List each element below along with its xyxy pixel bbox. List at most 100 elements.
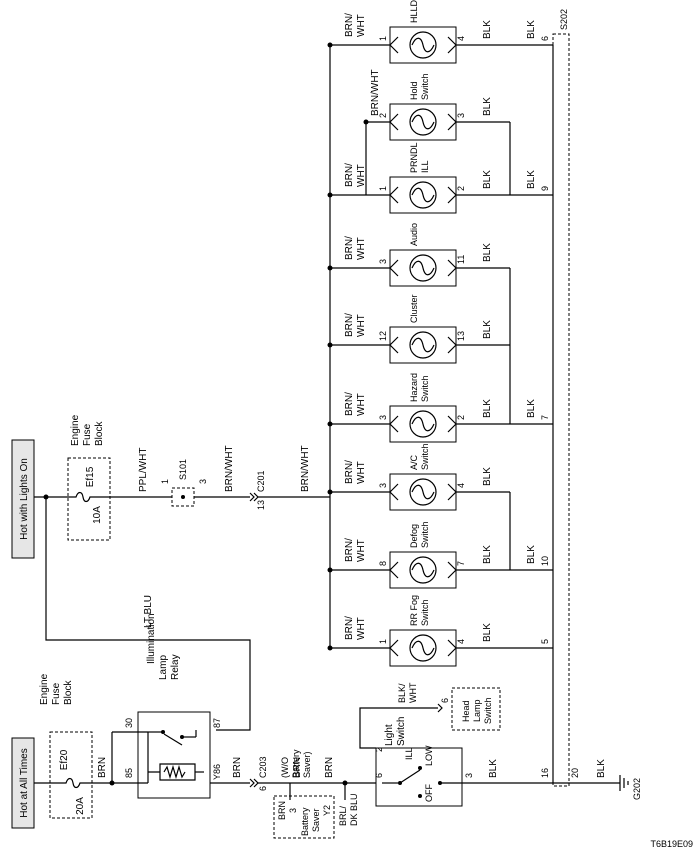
bulb-s202-pin: 5 <box>540 639 550 644</box>
wire-label-brn-wht-top: BRN/ <box>344 616 355 640</box>
bulb-name-line: Hazard <box>409 373 419 402</box>
wire-label-blk-s202: BLK <box>526 20 537 39</box>
wire-label-blk: BLK <box>482 467 493 486</box>
bulb-s202-pin: 9 <box>540 186 550 191</box>
s101-name: S101 <box>178 459 188 480</box>
wire-label-brn-wht: BRN/WHT <box>370 69 381 116</box>
bulb-name-line: ILL <box>420 160 430 173</box>
s101-pin-in: 1 <box>160 479 170 484</box>
wire-label-brn-wht-bottom: WHT <box>356 237 367 260</box>
ef15-name: Ef15 <box>85 466 96 487</box>
wire-label-brn-wht-bottom: WHT <box>356 14 367 37</box>
bulb-filament <box>411 562 435 578</box>
wire-label-blk-wht-bottom: WHT <box>408 682 418 703</box>
junction-dot <box>327 342 333 348</box>
bulb-pin-in: 1 <box>378 36 388 41</box>
bulb-name-line: Switch <box>420 443 430 470</box>
battery-saver-wire-brl: BRL/ <box>338 805 348 826</box>
relay-title-line2: Lamp <box>158 655 169 680</box>
light-switch-pin-6: 6 <box>374 773 384 778</box>
wire-label-blk: BLK <box>482 320 493 339</box>
bulb-name-line: Hold <box>409 81 419 100</box>
hot-at-all-times-label: Hot at All Times <box>19 748 30 817</box>
fuse-ef20: 20A Ef20 Engine Fuse Block <box>34 673 93 819</box>
bulb-name-line: Switch <box>420 73 430 100</box>
wo-battery-saver-line3: Saver) <box>302 751 312 778</box>
junction-dot <box>327 645 333 651</box>
wire-label-brn-wht-c201: BRN/WHT <box>300 445 311 492</box>
wire-label-blk: BLK <box>482 97 493 116</box>
battery-saver-wire-dkblu: DK BLU <box>349 793 359 826</box>
bulb-pin-in: 3 <box>378 483 388 488</box>
wire-label-brn-c203: BRN <box>292 757 303 778</box>
bulb-pin-in: 12 <box>378 331 388 341</box>
bulb-name-line: Defog <box>409 524 419 548</box>
bulb-name-line: PRNDL <box>409 142 419 173</box>
junction-dot <box>327 42 333 48</box>
c203-name: C203 <box>258 756 268 778</box>
wire-label-brn-wht-top: BRN/ <box>344 236 355 260</box>
bulb-s202-pin: 7 <box>540 415 550 420</box>
bulb-arrows <box>389 415 457 433</box>
bulb-pin-in: 1 <box>378 186 388 191</box>
wire-label-ppl-wht: PPL/WHT <box>138 448 149 492</box>
bulb-icon <box>409 556 437 584</box>
connector-c201: C201 13 <box>249 470 266 510</box>
wire-label-blk: BLK <box>482 243 493 262</box>
bulb-icon <box>409 478 437 506</box>
battery-saver-name-line1: Battery <box>300 807 310 836</box>
head-lamp-switch-name-line3: Switch <box>483 697 493 724</box>
bulb-arrows <box>389 561 457 579</box>
hot-with-lights-on-label: Hot with Lights On <box>19 458 30 540</box>
ef15-block-line2: Fuse <box>82 423 93 446</box>
bulb-pin-in: 3 <box>378 259 388 264</box>
bulb-filament <box>411 337 435 353</box>
light-switch-pos-ill: ILL <box>404 747 414 760</box>
wire-label-brn-wht-bottom: WHT <box>356 393 367 416</box>
wire-label-lt-blu: LT BLU <box>143 595 154 628</box>
relay-pin-85: 85 <box>124 768 134 778</box>
bulb-arrows <box>389 259 457 277</box>
battery-saver-wire-brn: BRN <box>277 801 287 820</box>
ground-g202: G202 <box>619 775 642 800</box>
bulb-filament <box>411 640 435 656</box>
relay-pin-87: 87 <box>212 718 222 728</box>
bulb-icon <box>409 331 437 359</box>
bulb-pin-out: 4 <box>456 36 466 41</box>
bulb-arrows <box>389 336 457 354</box>
bulb-icon <box>409 254 437 282</box>
wire-label-brn-wht-bottom: WHT <box>356 539 367 562</box>
wire-label-brn-wht-bottom: WHT <box>356 617 367 640</box>
g202-name: G202 <box>632 778 642 800</box>
wire-label-blk: BLK <box>482 170 493 189</box>
bulb-arrows <box>389 186 457 204</box>
bulb-arrows <box>389 483 457 501</box>
junction-dot <box>327 567 333 573</box>
light-switch-pin-3: 3 <box>464 773 474 778</box>
wire-label-blk-ls: BLK <box>488 759 499 778</box>
wire-label-blk-wht-top: BLK/ <box>397 683 407 703</box>
ef15-block-line1: Engine <box>70 414 81 446</box>
wire-label-brn-wht-bottom: WHT <box>356 314 367 337</box>
bulb-name-line: Audio <box>409 223 419 246</box>
bulb-filament <box>411 37 435 53</box>
c201-name: C201 <box>256 470 266 492</box>
bulb-name-line: Cluster <box>409 294 419 323</box>
wire-label-blk: BLK <box>482 20 493 39</box>
head-lamp-switch-name-line1: Head <box>461 700 471 722</box>
wire-label-blk-ground: BLK <box>596 759 607 778</box>
light-switch-pos-low: LOW <box>424 745 434 766</box>
wire-label-brn-ls: BRN <box>324 757 335 778</box>
bulb-icon <box>409 634 437 662</box>
wire-label-brn-wht-top: BRN/ <box>344 313 355 337</box>
c203-pin: 6 <box>258 786 268 791</box>
bulb-icon <box>409 108 437 136</box>
battery-saver-pin-3: 3 <box>288 808 298 813</box>
wire-label-brn-wht-bottom: WHT <box>356 164 367 187</box>
connector-s101: 1 S101 3 <box>160 459 208 507</box>
wire-label-brn-ef20: BRN <box>97 757 108 778</box>
relay-title-line1: Illumination <box>146 613 157 664</box>
wire-label-brn-wht-top: BRN/ <box>344 460 355 484</box>
ef15-rating: 10A <box>92 506 103 524</box>
